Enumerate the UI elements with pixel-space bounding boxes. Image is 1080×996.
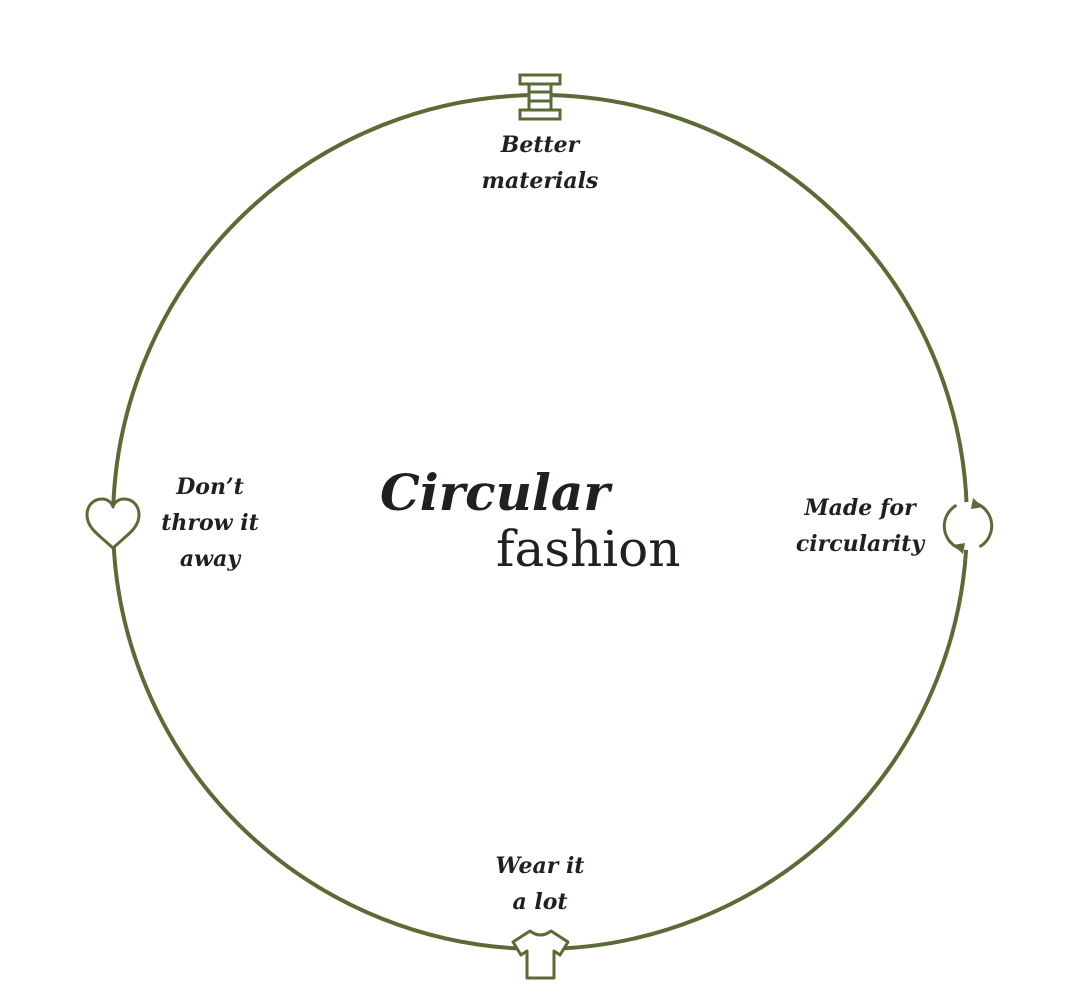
spool-icon — [518, 73, 562, 121]
diagram-title-fashion: fashion — [496, 520, 681, 578]
recycle-icon — [942, 498, 994, 554]
node-label-better-materials: Better materials — [430, 127, 650, 199]
node-label-made-for-circularity: Made for circularity — [770, 490, 950, 562]
node-label-line: away — [179, 546, 241, 572]
node-label-wear-it-a-lot: Wear it a lot — [440, 848, 640, 920]
node-label-line: Wear it — [495, 853, 585, 879]
heart-icon — [85, 497, 141, 550]
node-label-line: throw it — [161, 510, 259, 536]
node-label-line: Made for — [804, 495, 916, 521]
node-label-line: Don’t — [176, 474, 244, 500]
node-label-line: materials — [481, 168, 599, 194]
node-label-line: a lot — [512, 889, 568, 915]
diagram-title-circular: Circular — [380, 463, 610, 522]
node-label-line: Better — [500, 132, 580, 158]
tshirt-icon — [511, 929, 570, 980]
node-label-dont-throw-it-away: Don’t throw it away — [140, 469, 280, 577]
node-label-line: circularity — [795, 531, 925, 557]
